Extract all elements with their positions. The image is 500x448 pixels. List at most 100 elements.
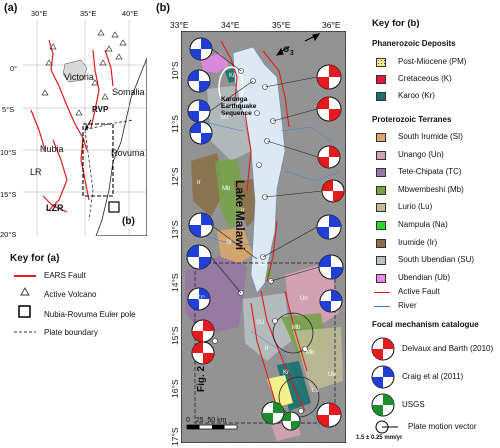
panel-b-left-tick: 17°S: [170, 427, 180, 446]
phanerozoic-swatch: [376, 58, 386, 67]
label-lr: LR: [30, 167, 42, 177]
proterozoic-label: Ubendian (Ub): [398, 272, 451, 282]
panel-a-left-tick: 0°: [10, 64, 18, 73]
fig2-extent-box: [194, 262, 336, 424]
panel-a-left-tick: 10°S: [0, 148, 17, 157]
key-a-item: Plate boundary: [44, 328, 98, 337]
line-legend-label: Active Fault: [398, 287, 440, 296]
beachball-legend-icon: [371, 337, 395, 361]
plate-motion-dots: [212, 68, 308, 414]
unit-label: Ir: [241, 208, 245, 214]
proterozoic-swatch: [376, 203, 386, 213]
phanerozoic-label: Cretaceous (K): [398, 74, 452, 83]
panel-a-left-tick: 15°S: [0, 190, 17, 199]
fig2-label: Fig. 2: [196, 365, 207, 392]
panel-a-top-tick: 40°E: [122, 9, 139, 18]
panel-a-label: (a): [4, 2, 18, 14]
proterozoic-swatch: [376, 168, 386, 178]
unit-south-ubendian-2: [243, 293, 291, 361]
panel-b-left-tick: 11°S: [170, 115, 180, 133]
focal-legend-label: Craig et al (2011): [402, 372, 464, 381]
line-legend-label: River: [398, 301, 417, 310]
panel-b-top-tick: 33°E: [170, 20, 189, 30]
focal-mechanisms-craig: [186, 37, 344, 313]
unit-label: Ir: [197, 180, 201, 186]
proterozoic-swatch: [376, 256, 386, 266]
panel-b-label: (b): [156, 2, 171, 14]
panel-b-extent-box: [82, 123, 114, 197]
key-a-item: Nubia-Rovuma Euler pole: [44, 310, 136, 319]
proterozoic-title: Proterozoic Terranes: [372, 115, 452, 124]
unit-label: Un: [300, 296, 308, 302]
unit-label: SU: [256, 320, 265, 326]
proterozoic-label: Nampula (Na): [398, 220, 448, 229]
label-lzr: LZR: [46, 203, 64, 213]
karonga-label: Karonga Earthquake Sequence: [221, 96, 257, 117]
proterozoic-label: Unango (Un): [398, 149, 444, 159]
active-volcanoes: [41, 29, 127, 116]
key-b-title: Key for (b): [372, 18, 420, 29]
focal-legend-label: USGS: [402, 400, 425, 409]
euler-pole-square: [108, 201, 120, 213]
phanerozoic-swatch: [376, 92, 386, 101]
focal-title: Focal mechanism catalogue: [372, 320, 479, 329]
lake-victoria: [62, 59, 88, 83]
phanerozoic-title: Phanerozoic Deposits: [372, 39, 456, 48]
proterozoic-label: Tete-Chipata (TC): [398, 167, 462, 177]
unit-lurio: [293, 327, 343, 391]
label-rovuma: Rovuma: [111, 148, 145, 158]
proterozoic-label: Irumide (Ir): [398, 237, 438, 247]
karonga-ellipse: [218, 66, 244, 108]
proterozoic-swatch: [376, 221, 386, 230]
unit-label: Kr: [229, 73, 235, 79]
unit-label: Mb: [292, 325, 301, 331]
panel-a-top-tick: 35°E: [80, 9, 97, 18]
line-legend-symbol: [374, 292, 390, 293]
proterozoic-label: Lurio (Lu): [398, 202, 433, 212]
unit-label: Mb: [222, 186, 231, 192]
panel-b-top-tick: 34°E: [221, 20, 240, 30]
proterozoic-label: Mbwembeshi (Mb): [398, 184, 464, 194]
panel-b-top-tick: 35°E: [272, 20, 291, 30]
label-nubia: Nubia: [40, 144, 64, 154]
key-a-title: Key for (a): [10, 253, 60, 264]
euler-pole-legend-icon: [18, 305, 31, 318]
panel-b-left-tick: 16°S: [170, 379, 180, 398]
proterozoic-swatch: [376, 273, 386, 283]
plate-motion-legend-symbol: [375, 420, 398, 434]
panel-b-left-tick: 12°S: [170, 167, 180, 186]
proterozoic-label: South Ubendian (SU): [398, 255, 475, 265]
plate-motion-label: Plate motion vector: [408, 422, 477, 431]
active-faults: [220, 40, 308, 422]
panel-a-top-tick: 30°E: [31, 9, 48, 18]
unit-label: Lu: [312, 388, 319, 394]
lake-malawi-label: Lake Malawi: [233, 180, 247, 251]
unit-label: TC: [197, 296, 205, 302]
panel-b-left-tick: 14°S: [170, 273, 180, 292]
unit-label: Na: [258, 262, 266, 268]
panel-a-map: [23, 20, 147, 236]
panel-b-top-tick: 36°E: [322, 20, 341, 30]
unit-label: Ir: [265, 346, 269, 352]
sigma3-arrows: [275, 33, 321, 56]
key-a-symbols: [14, 275, 36, 333]
panel-a-left-tick: 5°S: [2, 105, 15, 114]
panel-b-left-tick: 10°S: [170, 61, 180, 80]
unit-label: Ub: [328, 372, 336, 378]
proterozoic-swatch: [376, 238, 386, 248]
plate-boundary: [84, 119, 134, 221]
unit-mbwembeshi: [215, 159, 247, 231]
unit-label: SU: [220, 115, 229, 121]
proterozoic-swatch: [376, 133, 386, 142]
panel-b-left-tick: 15°S: [170, 326, 180, 345]
key-a-item: EARS Fault: [44, 271, 86, 280]
sigma3-label: σ3: [283, 44, 294, 57]
panel-b-map: [181, 31, 346, 443]
scale-bar-label: 0 25 50 km: [186, 417, 227, 424]
unit-label: Mb: [306, 350, 315, 356]
focal-legend-label: Delvaux and Barth (2010): [402, 344, 494, 353]
proterozoic-label: South Irumide (SI): [398, 132, 463, 141]
beachball-legend-icon: [371, 393, 395, 417]
beachball-legend-icon: [371, 365, 395, 389]
phanerozoic-label: Karoo (Kr): [398, 91, 435, 100]
